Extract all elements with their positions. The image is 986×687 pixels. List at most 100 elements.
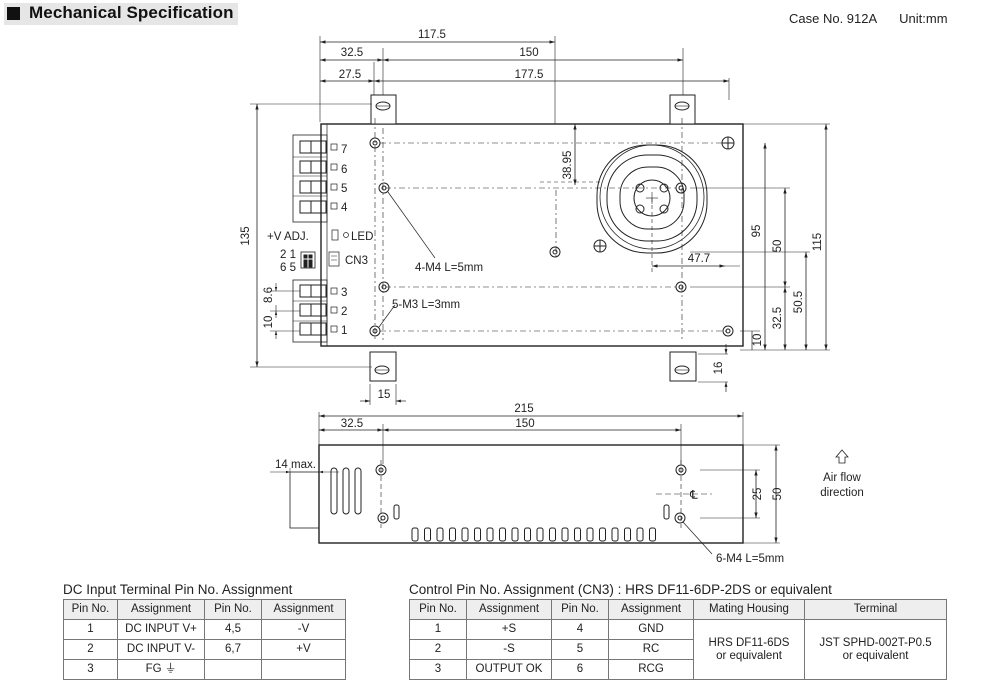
table-header: Pin No.	[551, 599, 609, 620]
table-cell: 4	[551, 619, 609, 640]
dim-150-side: 150	[515, 418, 534, 430]
dim-50-5: 50.5	[793, 291, 805, 313]
callout-m4: 4-M4 L=5mm	[415, 262, 483, 274]
vent-slot	[611, 527, 619, 542]
terminal-label: 7	[341, 144, 347, 156]
dim-38-95: 38.95	[562, 151, 574, 180]
table-cell: OUTPUT OK	[466, 659, 552, 680]
table-cell: 1	[409, 619, 467, 640]
led-label: LED	[351, 231, 373, 243]
table-header: Pin No.	[204, 599, 262, 620]
cn3-pins-top: 2 1	[280, 249, 296, 261]
dim-50-side: 50	[772, 488, 784, 501]
vent-slot	[474, 527, 481, 542]
dim-14-max: 14 max.	[275, 459, 316, 471]
dc-input-table: Pin No. Assignment Pin No. Assignment 1 …	[63, 599, 346, 680]
vent-slot	[461, 527, 469, 542]
table-row: 3 OUTPUT OK 6 RCG	[409, 659, 947, 680]
dim-8-6: 8.6	[263, 287, 275, 303]
top-view	[250, 36, 830, 405]
mating-housing-line: HRS DF11-6DS	[708, 636, 790, 649]
vent-slots	[411, 527, 656, 542]
dim-25: 25	[752, 488, 764, 501]
table-cell: GND	[608, 619, 694, 640]
dim-50: 50	[772, 240, 784, 253]
dim-115: 115	[812, 233, 824, 251]
case-number: Case No. 912A	[789, 11, 878, 26]
dim-177-5: 177.5	[515, 69, 544, 81]
terminal-label: 6	[341, 164, 347, 176]
centerline-mark: ℄	[689, 488, 698, 502]
terminal-label: 2	[341, 306, 347, 318]
vent-slot	[486, 527, 494, 542]
dim-135: 135	[240, 226, 252, 245]
callout-m3: 5-M3 L=3mm	[392, 299, 460, 311]
terminal-label: 1	[341, 325, 347, 337]
airflow-label-1: Air flow	[823, 472, 861, 484]
dim-15: 15	[378, 389, 391, 401]
table-header: Assignment	[117, 599, 205, 620]
dim-150: 150	[519, 47, 538, 59]
screw-hole-icon	[369, 136, 735, 337]
terminal-line: or equivalent	[842, 649, 909, 662]
vent-slot	[561, 527, 569, 542]
vent-slot	[524, 527, 531, 542]
table-row: 1 DC INPUT V+ 4,5 -V	[63, 619, 346, 640]
dim-16: 16	[713, 362, 725, 375]
table-header: Pin No.	[409, 599, 467, 620]
arrow-up-icon	[835, 449, 849, 464]
dim-32-5-side: 32.5	[341, 418, 363, 430]
table-cell	[261, 659, 346, 680]
vent-slot	[449, 527, 456, 542]
vent-slot	[599, 527, 606, 542]
dim-32-5: 32.5	[341, 47, 363, 59]
mating-housing-cell: HRS DF11-6DS or equivalent	[693, 619, 805, 680]
table-cell	[204, 659, 262, 680]
terminal-label: 5	[341, 183, 347, 195]
table-cell: 5	[551, 639, 609, 660]
dim-95: 95	[751, 225, 763, 238]
table-header: Assignment	[261, 599, 346, 620]
callout-6-m4: 6-M4 L=5mm	[716, 553, 784, 565]
dc-table-title: DC Input Terminal Pin No. Assignment	[63, 582, 293, 597]
table-row: 3 FG ⏚	[63, 659, 346, 680]
section-title: Mechanical Specification	[29, 3, 234, 22]
cn3-table-title: Control Pin No. Assignment (CN3) : HRS D…	[409, 582, 832, 597]
dim-27-5: 27.5	[339, 69, 361, 81]
vent-slot	[636, 527, 644, 542]
vent-slot	[436, 527, 444, 542]
dim-47-7: 47.7	[688, 253, 710, 265]
terminal-label: 4	[341, 202, 348, 214]
table-header: Assignment	[466, 599, 552, 620]
vent-slot	[511, 527, 519, 542]
vent-slot	[411, 527, 419, 542]
dim-10-right: 10	[752, 334, 764, 347]
table-cell: RCG	[608, 659, 694, 680]
terminal-line: JST SPHD-002T-P0.5	[819, 636, 932, 649]
cn3-pin-table: Pin No. Assignment Pin No. Assignment Ma…	[409, 599, 947, 680]
table-cell: FG ⏚	[117, 659, 205, 680]
table-cell: RC	[608, 639, 694, 660]
screw-hole-icon	[375, 464, 687, 524]
vent-slot	[649, 527, 656, 542]
table-cell: 4,5	[204, 619, 262, 640]
dim-117-5: 117.5	[418, 29, 446, 41]
table-cell: DC INPUT V-	[117, 639, 205, 660]
table-row: 2 -S 5 RC	[409, 639, 947, 660]
vent-slot	[424, 527, 431, 542]
vent-slot	[624, 527, 631, 542]
table-row: 1 +S 4 GND HRS DF11-6DS or equivalent JS…	[409, 619, 947, 680]
dim-10-left: 10	[263, 316, 275, 329]
table-cell: 1	[63, 619, 118, 640]
square-bullet-icon	[7, 7, 20, 20]
cn3-label: CN3	[345, 255, 368, 267]
airflow-label-2: direction	[820, 487, 863, 499]
table-cell: 2	[63, 639, 118, 660]
terminal-block	[292, 134, 328, 343]
fan-grille-icon	[540, 144, 708, 272]
terminal-cell: JST SPHD-002T-P0.5 or equivalent	[804, 619, 947, 680]
table-row: 2 DC INPUT V- 6,7 +V	[63, 639, 346, 660]
vent-slot	[549, 527, 556, 542]
table-cell: -V	[261, 619, 346, 640]
